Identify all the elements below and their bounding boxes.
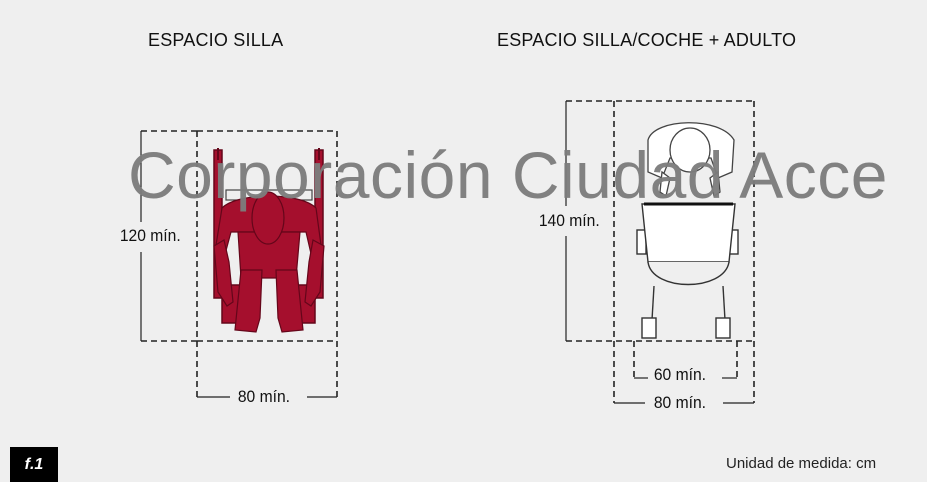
wheelchair-width-label: 80 mín. (236, 387, 292, 407)
stroller-inner-width-label: 60 mín. (652, 365, 708, 385)
stroller (636, 202, 739, 339)
watermark-text: Corporación Ciudad Acce (128, 138, 888, 212)
wheelchair-height-label: 120 mín. (118, 226, 183, 246)
unit-note: Unidad de medida: cm (726, 455, 877, 472)
stroller-height-label: 140 mín. (537, 211, 602, 231)
stroller-dashed-frame (566, 100, 755, 403)
person-seated-figure (213, 191, 325, 333)
right-panel-title: ESPACIO SILLA/COCHE + ADULTO (497, 30, 797, 50)
figure-label: f.1 (10, 447, 58, 482)
stroller-adult-space-diagram (565, 100, 755, 404)
stroller-dimension-lines (565, 101, 754, 404)
adult-figure-outline (647, 122, 735, 198)
wheelchair-dimension-lines (140, 131, 337, 398)
wheelchair-dashed-frame (141, 130, 338, 397)
left-panel-title: ESPACIO SILLA (148, 30, 284, 50)
wheelchair-space-diagram (140, 130, 338, 398)
stroller-outer-width-label: 80 mín. (652, 393, 708, 413)
